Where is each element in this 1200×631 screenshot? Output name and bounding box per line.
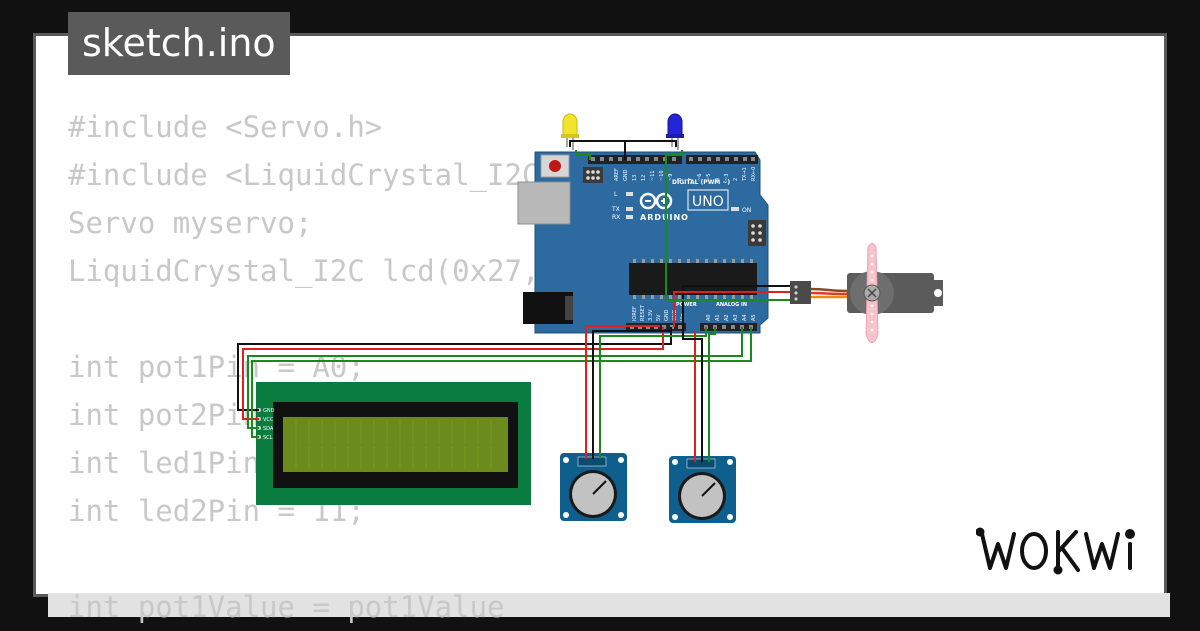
pin-label: ~3 <box>724 174 730 181</box>
pin-label: GND <box>664 309 670 321</box>
pin-label: TX→1 <box>742 167 748 182</box>
led-blue[interactable] <box>666 113 684 150</box>
pin-label: A1 <box>715 314 721 321</box>
lcd-screen <box>283 417 508 472</box>
code-line: #include <Servo.h> <box>68 110 383 144</box>
lcd-16x2[interactable]: GND VCC SDA SCL <box>256 382 531 505</box>
pin-label: 7 <box>688 178 694 181</box>
wire-green <box>599 327 707 459</box>
wokwi-logo <box>976 527 1135 575</box>
wire-black <box>625 140 677 147</box>
pin-label: A0 <box>706 314 712 321</box>
rx-label: RX <box>612 214 620 221</box>
pin-label: IOREF <box>632 306 638 321</box>
rx-led <box>626 215 633 219</box>
digital-label: DIGITAL (PWM ~) <box>672 179 730 186</box>
pin-label: ~5 <box>706 174 712 181</box>
pin-label: ~10 <box>659 170 665 181</box>
power-jack <box>523 292 573 324</box>
pin-label: A2 <box>724 314 730 321</box>
code-line: Servo myservo; <box>68 206 313 240</box>
potentiometer-1[interactable] <box>560 453 627 521</box>
wire-green <box>665 160 790 301</box>
pin-label: AREF <box>614 168 620 181</box>
pin-label: 2 <box>733 178 739 181</box>
wire-black <box>682 327 703 462</box>
pin-label: 4 <box>715 178 721 181</box>
pin-label: A5 <box>751 314 757 321</box>
wire-black <box>569 140 626 160</box>
wire-green <box>665 150 683 160</box>
wire-black <box>682 285 790 327</box>
tx-label: TX <box>611 206 620 213</box>
reset-button-cap <box>549 160 561 172</box>
card-shadow <box>48 593 1170 617</box>
arduino-brand: ARDUINO <box>640 213 689 222</box>
wire-green <box>708 327 716 462</box>
l-led <box>626 192 633 196</box>
pin-label: 8 <box>677 178 683 181</box>
pin-label: RESET <box>640 304 646 321</box>
arduino-uno-board[interactable]: AREF GND 13 12 ~11 ~10 ~9 8 7 ~6 ~5 4 ~3… <box>517 151 769 334</box>
lcd-pin-label: GND <box>263 408 275 414</box>
pin-label: 13 <box>632 175 638 181</box>
header-right <box>686 155 758 164</box>
wire-red <box>585 325 660 459</box>
code-line: int pot1Pin = A0; <box>68 350 365 384</box>
pin-label: 3.3V <box>648 309 654 321</box>
atmega-chip <box>629 263 757 295</box>
pin-label: GND <box>623 169 629 181</box>
lcd-pin-label: VCC <box>263 417 274 423</box>
pin-label: A4 <box>742 314 748 321</box>
lcd-pin-label: SDA <box>263 426 274 432</box>
pin-label: ~6 <box>697 174 703 181</box>
analog-label: ANALOG IN <box>716 302 747 308</box>
pin-label: A3 <box>733 314 739 321</box>
servo-connector <box>790 281 811 304</box>
arduino-model: UNO <box>692 194 724 210</box>
wire-green <box>251 327 752 438</box>
analog-header <box>700 323 757 331</box>
wire-red <box>673 291 790 327</box>
wire-green <box>575 150 591 160</box>
pin-label: ~11 <box>650 170 656 181</box>
wire-black <box>592 330 671 459</box>
lcd-pin-label: SCL <box>263 435 273 441</box>
header-left <box>588 155 682 164</box>
on-label: ON <box>742 207 751 214</box>
servo-motor[interactable] <box>790 243 943 343</box>
pin-label: RX←0 <box>751 167 757 181</box>
power-label: POWER <box>676 302 697 308</box>
on-led <box>731 207 739 211</box>
code-line: int pot1Value = pot1Value <box>68 590 505 624</box>
l-led-label: L <box>614 191 618 198</box>
pin-label: 12 <box>641 175 647 181</box>
file-tab[interactable]: sketch.ino <box>68 12 290 75</box>
tx-led <box>626 207 633 211</box>
pin-label: 5V <box>656 314 662 321</box>
potentiometer-2[interactable] <box>669 456 736 523</box>
wire-black <box>237 327 672 411</box>
usb-port <box>517 181 571 225</box>
pin-label: ~9 <box>668 174 674 181</box>
wires <box>237 140 790 462</box>
